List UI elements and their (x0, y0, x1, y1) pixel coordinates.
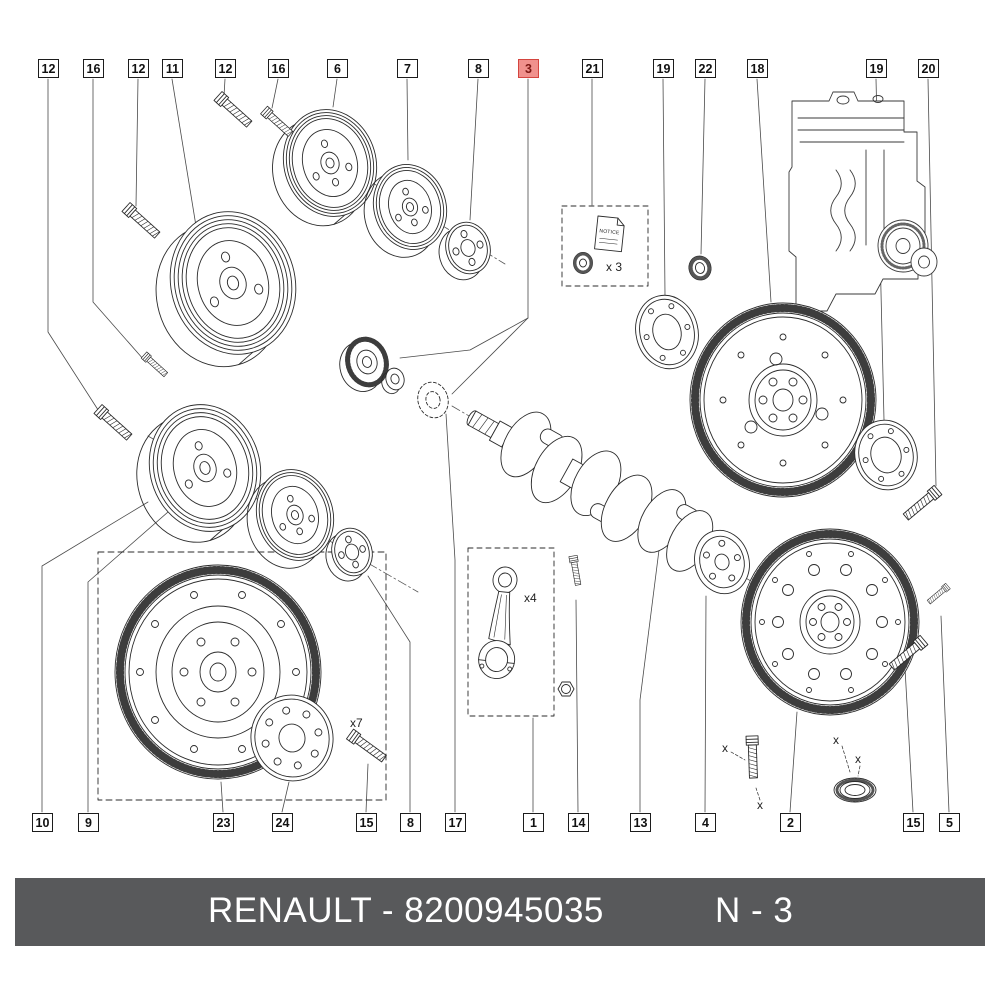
callout-top-22[interactable]: 22 (695, 59, 716, 78)
flexplate-2 (740, 528, 920, 716)
callout-top-12b[interactable]: 12 (128, 59, 149, 78)
callout-bottom-14[interactable]: 14 (568, 813, 589, 832)
callout-bottom-17[interactable]: 17 (445, 813, 466, 832)
callout-top-19a[interactable]: 19 (653, 59, 674, 78)
callout-top-7[interactable]: 7 (397, 59, 418, 78)
callout-bottom-24[interactable]: 24 (272, 813, 293, 832)
qty-x4-label: x4 (524, 591, 537, 605)
dim-x-2: x (757, 798, 763, 812)
callout-top-11[interactable]: 11 (162, 59, 183, 78)
dim-x-1: x (722, 741, 728, 755)
pulley-10 (246, 469, 335, 569)
callout-top-20[interactable]: 20 (918, 59, 939, 78)
callout-bottom-1[interactable]: 1 (523, 813, 544, 832)
seal-plate-19 (854, 419, 918, 491)
qty-x3-label: x 3 (606, 260, 622, 274)
callout-bottom-8[interactable]: 8 (400, 813, 421, 832)
timing-sprocket-3 (339, 336, 389, 392)
callout-bottom-13[interactable]: 13 (630, 813, 651, 832)
callout-top-18[interactable]: 18 (747, 59, 768, 78)
dimension-marks: x x x x (722, 733, 861, 812)
callout-top-19b[interactable]: 19 (866, 59, 887, 78)
callout-top-3-highlighted[interactable]: 3 (518, 59, 539, 78)
pulley-11 (155, 211, 297, 368)
crank-flange-4 (694, 529, 750, 595)
plug-22 (688, 255, 712, 281)
callout-top-16b[interactable]: 16 (268, 59, 289, 78)
hub-8 (438, 221, 491, 281)
hub-8-lower (325, 527, 373, 582)
dim-x-3: x (833, 733, 839, 747)
notice-booklet: NOTICE (594, 215, 625, 253)
callout-bottom-23[interactable]: 23 (213, 813, 234, 832)
notice-label: NOTICE (599, 228, 620, 236)
callout-bottom-2[interactable]: 2 (780, 813, 801, 832)
callout-top-21[interactable]: 21 (582, 59, 603, 78)
footer-page-ref: N - 3 (715, 891, 794, 931)
dim-x-4: x (855, 752, 861, 766)
flywheel-18 (689, 302, 877, 498)
plate-19 (635, 294, 699, 370)
pulley-7 (363, 164, 448, 258)
connecting-rod-1 (478, 566, 518, 680)
engine-overview (788, 91, 938, 312)
callout-top-6[interactable]: 6 (327, 59, 348, 78)
callout-bottom-4[interactable]: 4 (695, 813, 716, 832)
footer-banner: RENAULT - 8200945035 N - 3 (15, 878, 985, 946)
callout-bottom-15b[interactable]: 15 (903, 813, 924, 832)
kit-box-21 (561, 205, 649, 287)
washer-17 (417, 381, 449, 419)
footer-part-number: RENAULT - 8200945035 (208, 891, 604, 931)
callout-bottom-15a[interactable]: 15 (356, 813, 377, 832)
callout-bottom-10[interactable]: 10 (32, 813, 53, 832)
drive-plate-24 (250, 694, 334, 782)
kit-box-flywheel-23 (97, 551, 387, 801)
nut-14 (557, 681, 575, 697)
bearing-ring-5 (833, 777, 877, 803)
seal-ring-21 (573, 252, 593, 274)
callout-top-12c[interactable]: 12 (215, 59, 236, 78)
callout-top-12a[interactable]: 12 (38, 59, 59, 78)
callout-top-16a[interactable]: 16 (83, 59, 104, 78)
pulley-6 (272, 109, 378, 227)
pulley-9 (136, 404, 262, 543)
qty-x7-label: x7 (350, 716, 363, 730)
kit-box-rod-1 (467, 547, 555, 717)
callout-bottom-5[interactable]: 5 (939, 813, 960, 832)
spacer-3 (381, 367, 405, 395)
callout-top-8[interactable]: 8 (468, 59, 489, 78)
callout-bottom-9[interactable]: 9 (78, 813, 99, 832)
